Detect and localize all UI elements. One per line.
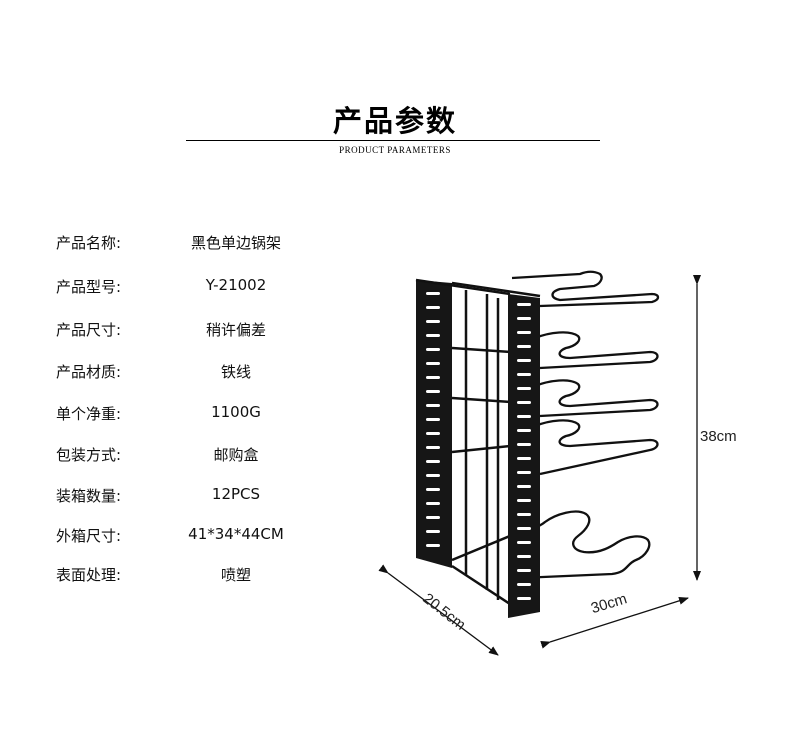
spec-value: 铁线 (220, 363, 251, 381)
depth-arrow (378, 564, 499, 656)
spec-label: 外箱尺寸: (56, 527, 122, 545)
title-divider (186, 140, 600, 141)
dimension-arrows (378, 275, 701, 656)
spec-row-material: 产品材质: 铁线 (56, 361, 376, 385)
spec-row-size: 产品尺寸: 稍许偏差 (56, 319, 376, 343)
spec-value: 喷塑 (220, 566, 251, 584)
spec-row-finish: 表面处理: 喷塑 (56, 564, 376, 588)
spec-value: 邮购盒 (213, 446, 259, 464)
page-title: 产品参数 (332, 104, 457, 138)
spec-row-packaging: 包装方式: 邮购盒 (56, 444, 376, 468)
spec-value: 41*34*44CM (188, 525, 284, 543)
spec-row-carton-size: 外箱尺寸: 41*34*44CM (56, 525, 376, 549)
spec-label: 单个净重: (56, 405, 122, 423)
spec-label: 产品型号: (56, 278, 122, 296)
spec-value: 稍许偏差 (205, 321, 266, 339)
spec-label: 装箱数量: (56, 487, 122, 505)
spec-row-quantity: 装箱数量: 12PCS (56, 485, 376, 509)
spec-row-model: 产品型号: Y-21002 (56, 276, 376, 300)
spec-value: Y-21002 (205, 276, 267, 294)
page-subtitle: PRODUCT PARAMETERS (339, 145, 451, 155)
rack-front-panel (508, 294, 540, 618)
spec-row-name: 产品名称: 黑色单边锅架 (56, 232, 376, 256)
rack-shelves (511, 270, 660, 580)
spec-label: 包装方式: (56, 446, 122, 464)
rack-frame (415, 278, 541, 606)
spec-label: 表面处理: (56, 566, 122, 584)
spec-value: 黑色单边锅架 (190, 234, 281, 252)
spec-label: 产品尺寸: (56, 321, 122, 339)
spec-label: 产品材质: (56, 363, 122, 381)
height-dimension-label: 38cm (700, 428, 737, 445)
spec-row-weight: 单个净重: 1100G (56, 403, 376, 427)
spec-label: 产品名称: (56, 234, 122, 252)
spec-value: 12PCS (211, 485, 261, 503)
rack-rear-panel (416, 280, 452, 568)
width-arrow (540, 596, 689, 649)
spec-value: 1100G (211, 403, 261, 421)
